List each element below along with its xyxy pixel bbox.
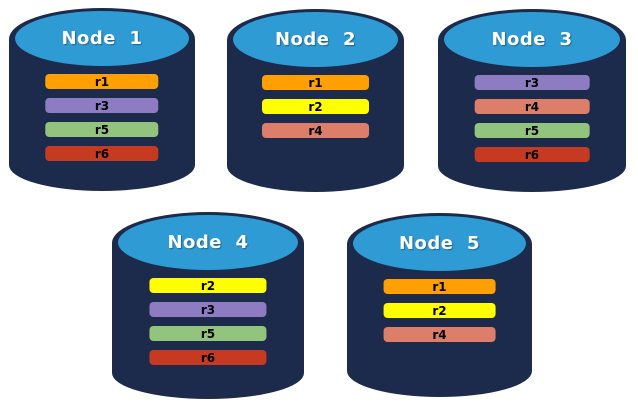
replica-bar-r6: r6: [474, 147, 590, 162]
replica-label: r5: [200, 326, 216, 341]
node-cylinder-4: Node 4 r2 r3 r5 r6: [112, 212, 304, 399]
replica-label: r6: [200, 350, 216, 365]
replica-label: r2: [308, 99, 323, 114]
cylinder-top-ellipse: Node 4: [118, 215, 298, 270]
replica-bar-r3: r3: [149, 302, 267, 317]
replica-bar-r2: r2: [383, 303, 496, 318]
replica-label: r3: [94, 98, 110, 113]
node-title: Node 4: [167, 232, 249, 253]
replica-bar-r3: r3: [474, 75, 590, 90]
replica-label: r4: [524, 99, 540, 114]
node-title: Node 3: [491, 29, 573, 50]
replica-label: r1: [308, 75, 323, 90]
replica-list: r2 r3 r5 r6: [149, 278, 267, 365]
replica-bar-r3: r3: [45, 98, 159, 113]
node-title: Node 5: [398, 233, 481, 254]
replica-bar-r1: r1: [45, 74, 159, 89]
node-cylinder-2: Node 2 r1 r2 r4: [227, 9, 404, 192]
replica-bar-r1: r1: [261, 75, 370, 90]
replica-label: r3: [524, 75, 540, 90]
replica-label: r1: [94, 74, 110, 89]
replica-label: r6: [94, 146, 110, 161]
node-cylinder-3: Node 3 r3 r4 r5 r6: [438, 9, 626, 192]
replica-bar-r6: r6: [45, 146, 159, 161]
replica-label: r2: [432, 303, 447, 318]
cylinder-top-ellipse: Node 3: [444, 12, 620, 67]
node-cylinder-5: Node 5 r1 r2 r4: [347, 213, 532, 397]
replica-label: r6: [524, 147, 540, 162]
node-title: Node 2: [274, 29, 357, 50]
replica-label: r2: [200, 278, 216, 293]
node-title: Node 1: [61, 28, 143, 49]
replica-bar-r4: r4: [383, 327, 496, 342]
cylinder-top-ellipse: Node 2: [233, 12, 398, 67]
replica-bar-r4: r4: [261, 123, 370, 138]
replica-label: r5: [524, 123, 540, 138]
replica-label: r4: [432, 327, 447, 342]
replica-list: r1 r2 r4: [383, 279, 496, 342]
replica-label: r4: [308, 123, 323, 138]
replica-bar-r1: r1: [383, 279, 496, 294]
replica-bar-r5: r5: [474, 123, 590, 138]
replica-bar-r6: r6: [149, 350, 267, 365]
replica-list: r1 r3 r5 r6: [45, 74, 159, 161]
replica-bar-r2: r2: [149, 278, 267, 293]
replica-bar-r4: r4: [474, 99, 590, 114]
cylinder-top-ellipse: Node 5: [353, 216, 526, 271]
replica-bar-r5: r5: [45, 122, 159, 137]
replica-bar-r5: r5: [149, 326, 267, 341]
replica-label: r3: [200, 302, 216, 317]
replica-label: r1: [432, 279, 447, 294]
replica-list: r1 r2 r4: [261, 75, 370, 138]
replica-bar-r2: r2: [261, 99, 370, 114]
replica-list: r3 r4 r5 r6: [474, 75, 590, 162]
cylinder-top-ellipse: Node 1: [15, 11, 189, 66]
replica-label: r5: [94, 122, 110, 137]
node-cylinder-1: Node 1 r1 r3 r5 r6: [9, 8, 195, 191]
